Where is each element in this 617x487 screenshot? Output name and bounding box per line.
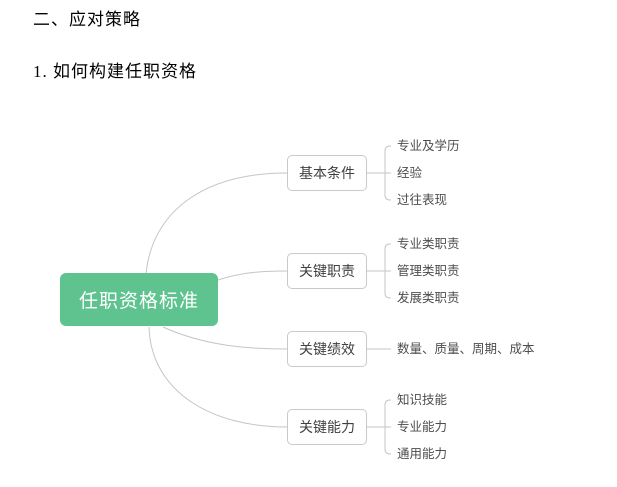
curve-root-to-key-performance	[162, 326, 288, 350]
branch-key-performance: 关键绩效	[287, 331, 367, 367]
branch-label: 关键绩效	[299, 341, 355, 357]
bracket-key-responsibilities	[384, 243, 391, 299]
curve-root-to-key-abilities	[148, 326, 288, 428]
branch-key-abilities: 关键能力	[287, 409, 367, 445]
child-topic-label: 专业能力	[397, 419, 448, 434]
bracket-basic-conditions	[384, 145, 391, 201]
bracket-key-abilities	[384, 399, 391, 455]
curve-root-to-basic-conditions	[145, 172, 288, 275]
child-topic-label: 过往表现	[397, 192, 448, 207]
curve-root-to-key-responsibilities	[217, 270, 288, 281]
branch-key-responsibilities: 关键职责	[287, 253, 367, 289]
branch-label: 关键职责	[299, 263, 355, 279]
section-heading: 二、应对策略	[33, 10, 141, 29]
root-node: 任职资格标准	[60, 273, 218, 326]
branch-label: 基本条件	[299, 165, 355, 181]
child-topic-label: 发展类职责	[397, 290, 460, 305]
child-topic-label: 经验	[397, 165, 423, 180]
child-topic-label: 数量、质量、周期、成本	[397, 341, 535, 356]
subsection-heading: 1. 如何构建任职资格	[33, 62, 197, 81]
child-topic-label: 知识技能	[397, 392, 448, 407]
root-node-label: 任职资格标准	[78, 291, 199, 312]
branch-basic-conditions: 基本条件	[287, 155, 367, 191]
branch-label: 关键能力	[299, 419, 355, 435]
child-topic-label: 专业类职责	[397, 236, 460, 251]
child-topic-label: 管理类职责	[397, 263, 460, 278]
child-topic-label: 专业及学历	[397, 138, 460, 153]
child-topic-label: 通用能力	[397, 446, 448, 461]
